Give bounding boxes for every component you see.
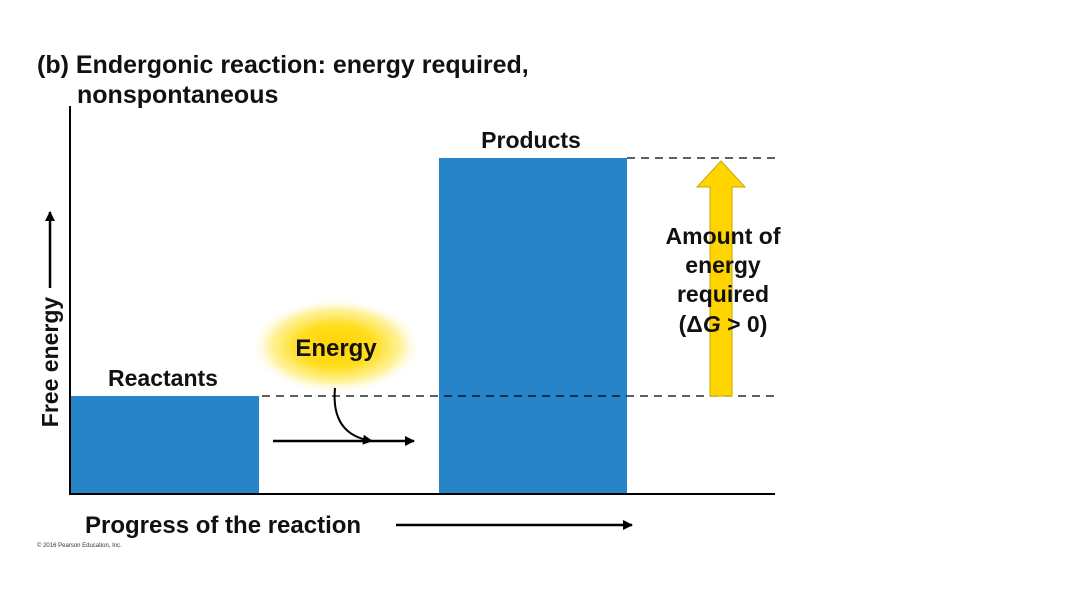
energy-label: Energy bbox=[295, 335, 377, 362]
products-label: Products bbox=[481, 127, 581, 153]
reactants-label: Reactants bbox=[108, 365, 218, 391]
x-axis-label: Progress of the reaction bbox=[85, 512, 361, 539]
title-line-1: (b) Endergonic reaction: energy required… bbox=[37, 51, 529, 79]
amount-line-1: Amount of bbox=[666, 223, 781, 249]
energy-glow bbox=[250, 298, 422, 394]
energy-required-arrow bbox=[695, 160, 747, 397]
delta-g-label: (ΔG > 0) bbox=[679, 311, 768, 337]
delta-g-close: > 0) bbox=[721, 311, 768, 337]
delta-g-open: (Δ bbox=[679, 311, 703, 337]
title-line-2: nonspontaneous bbox=[77, 81, 279, 109]
products-bar bbox=[439, 158, 627, 493]
delta-g-symbol: G bbox=[703, 311, 721, 337]
amount-line-3: required bbox=[677, 281, 769, 307]
amount-line-2: energy bbox=[685, 252, 761, 278]
figure-title: (b) Endergonic reaction: energy required… bbox=[37, 50, 529, 110]
copyright-notice: © 2016 Pearson Education, Inc. bbox=[37, 543, 122, 549]
energy-input-arrow bbox=[333, 387, 373, 445]
reactants-bar bbox=[71, 396, 259, 493]
y-axis-label: Free energy bbox=[37, 297, 63, 428]
